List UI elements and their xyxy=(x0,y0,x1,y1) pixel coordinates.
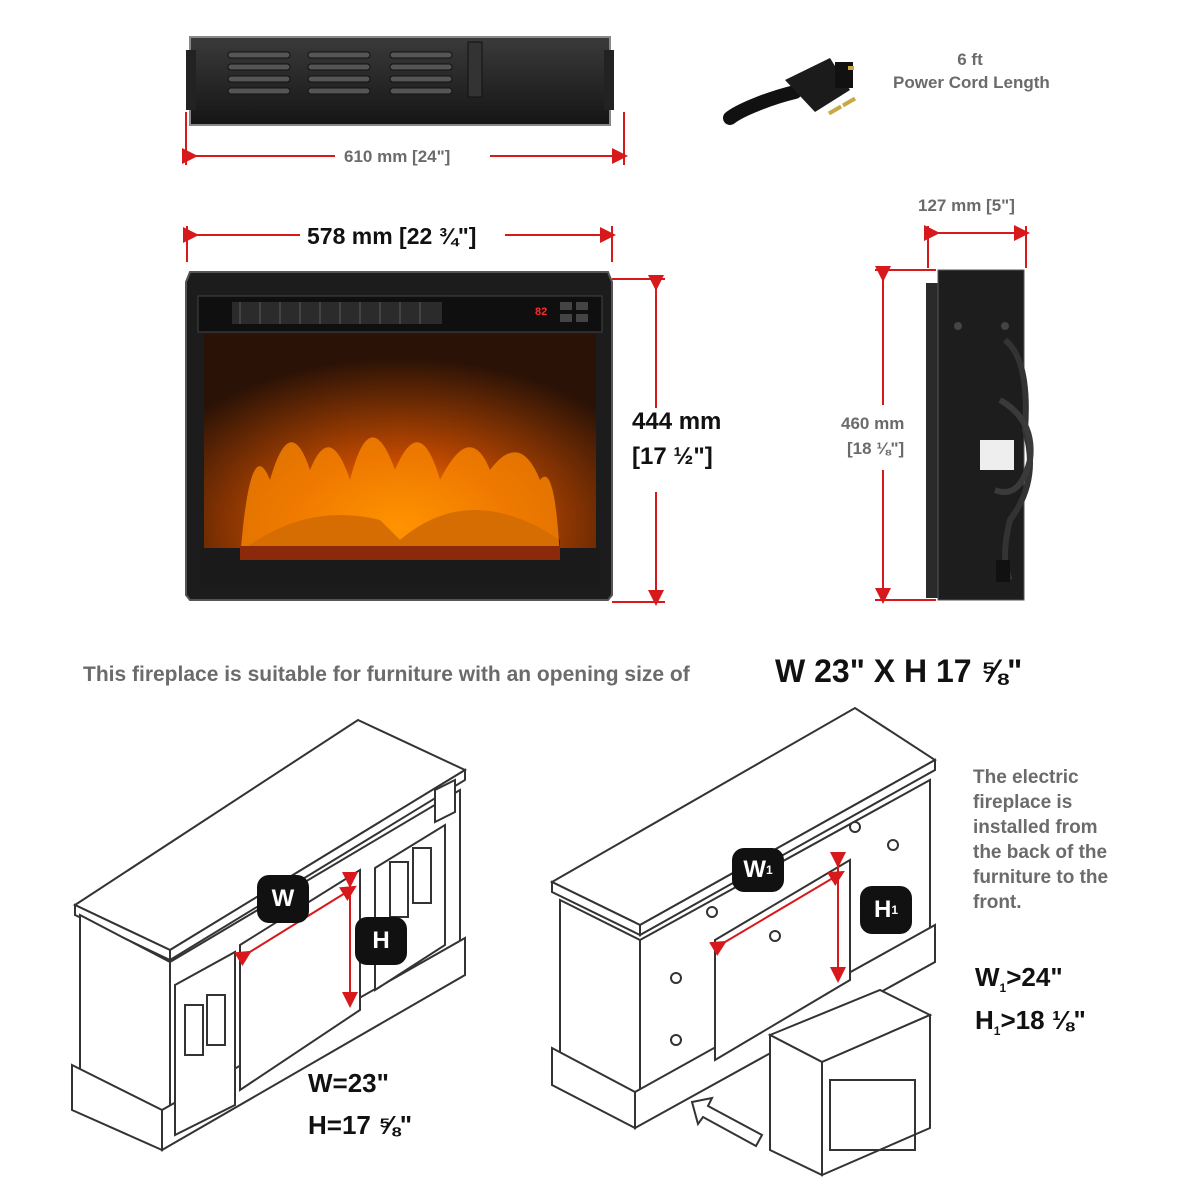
fit-statement: This fireplace is suitable for furniture… xyxy=(83,663,690,686)
fit-opening-size: W 23" X H 17 ⅝" xyxy=(775,653,1023,689)
rear-height-requirement: H1>18 ⅛" xyxy=(975,1005,1086,1039)
temperature-display: 82 xyxy=(535,306,548,318)
front-width-label: 578 mm [22 ¾"] xyxy=(307,223,477,249)
side-view-unit xyxy=(926,269,1034,601)
power-plug-icon xyxy=(723,58,857,125)
front-width-dimension xyxy=(183,226,616,262)
top-width-dimension xyxy=(182,112,628,165)
depth-label: 127 mm [5"] xyxy=(918,196,1015,215)
install-note: The electric fireplace is installed from… xyxy=(973,767,1109,913)
front-height-requirement: H=17 ⅝" xyxy=(308,1110,413,1140)
insert-unit-sketch xyxy=(767,988,933,1177)
side-height-mm-label: 460 mm xyxy=(841,414,905,433)
front-width-requirement: W=23" xyxy=(308,1068,389,1098)
top-width-label: 610 mm [24"] xyxy=(344,147,451,166)
cord-length-value: 6 ft xyxy=(957,50,983,69)
install-direction-arrow xyxy=(690,1096,764,1148)
cord-length-caption: Power Cord Length xyxy=(893,73,1050,92)
side-height-in-label: [18 ⅛"] xyxy=(847,439,905,458)
side-height-dimension xyxy=(875,266,936,604)
front-height-in-label: [17 ½"] xyxy=(632,443,713,470)
height-badge: H xyxy=(355,917,407,965)
width-badge: W xyxy=(257,875,309,923)
top-view-unit xyxy=(186,36,614,126)
rear-width-requirement: W1>24" xyxy=(975,962,1063,996)
front-height-dimension xyxy=(612,275,665,606)
front-view-unit xyxy=(185,271,613,601)
depth-dimension xyxy=(924,225,1030,268)
rear-opening-width xyxy=(709,870,845,956)
front-height-mm-label: 444 mm xyxy=(632,408,722,435)
